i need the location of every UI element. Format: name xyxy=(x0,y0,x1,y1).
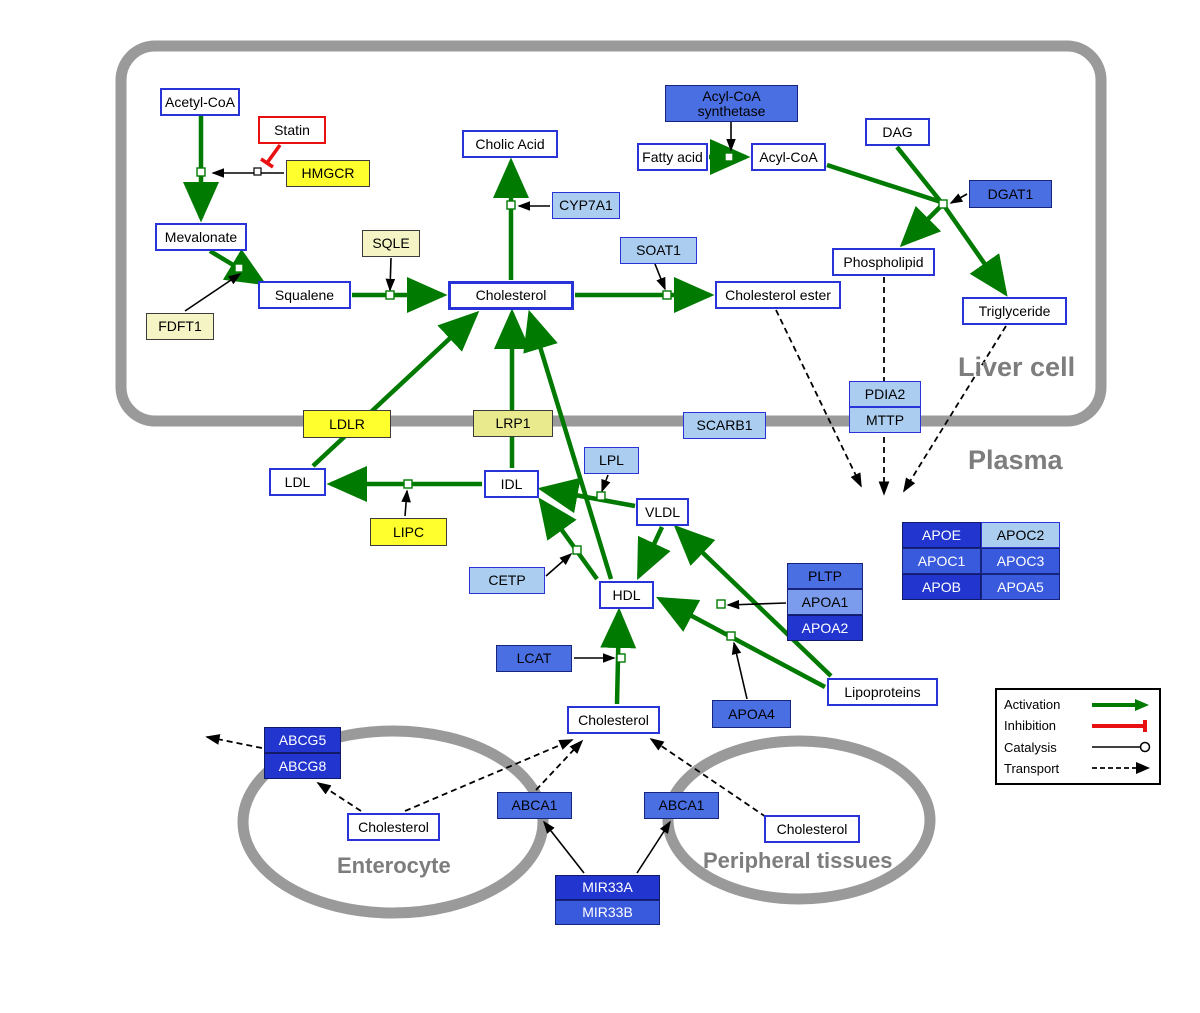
inhibition-tee-icon xyxy=(1092,719,1147,732)
node-apoc1[interactable]: APOC1 xyxy=(902,548,981,574)
legend-activation-label: Activation xyxy=(1004,697,1061,713)
node-idl[interactable]: IDL xyxy=(484,470,539,498)
node-dag[interactable]: DAG xyxy=(865,118,930,146)
catalysis-circle-icon xyxy=(1092,741,1151,753)
node-lpl[interactable]: LPL xyxy=(584,447,639,474)
node-acyl-coa-synthetase[interactable]: Acyl-CoA synthetase xyxy=(665,85,798,122)
node-apoc3[interactable]: APOC3 xyxy=(981,548,1060,574)
activation-arrow-icon xyxy=(1092,698,1149,711)
legend-transport-label: Transport xyxy=(1004,760,1060,776)
node-triglyceride[interactable]: Triglyceride xyxy=(962,297,1067,325)
plasma-label: Plasma xyxy=(968,445,1063,475)
catalysis-edges xyxy=(184,122,968,874)
node-apoa5[interactable]: APOA5 xyxy=(981,574,1060,600)
node-cholic-acid[interactable]: Cholic Acid xyxy=(462,130,558,158)
node-mttp[interactable]: MTTP xyxy=(849,407,921,433)
node-statin[interactable]: Statin xyxy=(258,116,326,144)
node-cholesterol-peripheral[interactable]: Cholesterol xyxy=(764,815,860,843)
node-squalene[interactable]: Squalene xyxy=(258,281,351,309)
node-ldl[interactable]: LDL xyxy=(269,468,326,496)
node-cyp7a1[interactable]: CYP7A1 xyxy=(552,192,620,219)
enterocyte-membrane xyxy=(237,725,549,919)
node-cetp[interactable]: CETP xyxy=(469,567,545,594)
node-fatty-acid[interactable]: Fatty acid xyxy=(637,143,708,171)
node-cholesterol-enterocyte[interactable]: Cholesterol xyxy=(347,813,440,841)
legend-activation-row: Activation xyxy=(1004,697,1152,712)
node-acetyl-coa[interactable]: Acetyl-CoA xyxy=(160,88,240,116)
enterocyte-label: Enterocyte xyxy=(337,853,451,878)
node-ldlr[interactable]: LDLR xyxy=(303,410,391,438)
activation-edges xyxy=(183,116,1008,705)
liver-cell-label: Liver cell xyxy=(958,352,1076,382)
node-lcat[interactable]: LCAT xyxy=(496,645,572,672)
peripheral-tissues-membrane xyxy=(662,735,936,905)
node-abca1-left[interactable]: ABCA1 xyxy=(497,792,572,819)
node-apoc2[interactable]: APOC2 xyxy=(981,522,1060,548)
peripheral-tissues-label: Peripheral tissues xyxy=(703,848,893,873)
node-abcg5[interactable]: ABCG5 xyxy=(264,727,341,753)
node-apoe[interactable]: APOE xyxy=(902,522,981,548)
node-vldl[interactable]: VLDL xyxy=(636,498,689,526)
node-apoa1[interactable]: APOA1 xyxy=(787,589,863,615)
node-pltp[interactable]: PLTP xyxy=(787,563,863,589)
node-phospholipid[interactable]: Phospholipid xyxy=(832,248,935,276)
node-cholesterol-liver[interactable]: Cholesterol xyxy=(448,281,574,310)
node-abca1-right[interactable]: ABCA1 xyxy=(644,792,719,819)
transport-dashed-arrow-icon xyxy=(1092,762,1150,775)
inhibition-edge-statin xyxy=(260,143,282,169)
reaction-nodes xyxy=(196,152,948,663)
node-mevalonate[interactable]: Mevalonate xyxy=(155,223,247,251)
legend-catalysis-label: Catalysis xyxy=(1004,739,1057,755)
legend-inhibition-label: Inhibition xyxy=(1004,718,1057,734)
node-apoa4[interactable]: APOA4 xyxy=(712,700,791,728)
node-mir33a[interactable]: MIR33A xyxy=(555,875,660,900)
node-abcg8[interactable]: ABCG8 xyxy=(264,753,341,779)
node-apob[interactable]: APOB xyxy=(902,574,981,600)
node-sqle[interactable]: SQLE xyxy=(362,230,420,257)
node-acyl-coa[interactable]: Acyl-CoA xyxy=(751,143,826,171)
node-dgat1[interactable]: DGAT1 xyxy=(969,180,1052,208)
catalysis-anchor-node xyxy=(253,167,262,176)
node-cholesterol-plasma[interactable]: Cholesterol xyxy=(567,706,660,734)
transport-edges xyxy=(205,277,1007,818)
node-lipc[interactable]: LIPC xyxy=(370,518,447,546)
legend-inhibition-row: Inhibition xyxy=(1004,718,1152,733)
node-mir33b[interactable]: MIR33B xyxy=(555,900,660,925)
node-scarb1[interactable]: SCARB1 xyxy=(683,412,766,439)
node-cholesterol-ester[interactable]: Cholesterol ester xyxy=(715,281,841,309)
node-lipoproteins[interactable]: Lipoproteins xyxy=(827,678,938,706)
node-pdia2[interactable]: PDIA2 xyxy=(849,381,921,407)
node-fdft1[interactable]: FDFT1 xyxy=(146,313,214,340)
legend-catalysis-row: Catalysis xyxy=(1004,740,1152,755)
node-lrp1[interactable]: LRP1 xyxy=(473,410,553,437)
legend-transport-row: Transport xyxy=(1004,761,1152,776)
node-soat1[interactable]: SOAT1 xyxy=(620,237,697,264)
node-apoa2[interactable]: APOA2 xyxy=(787,615,863,641)
liver-cell-membrane xyxy=(115,40,1107,427)
node-hdl[interactable]: HDL xyxy=(599,581,654,609)
node-hmgcr[interactable]: HMGCR xyxy=(286,160,370,187)
legend: Activation Inhibition Catalysis Transpor… xyxy=(995,688,1161,785)
